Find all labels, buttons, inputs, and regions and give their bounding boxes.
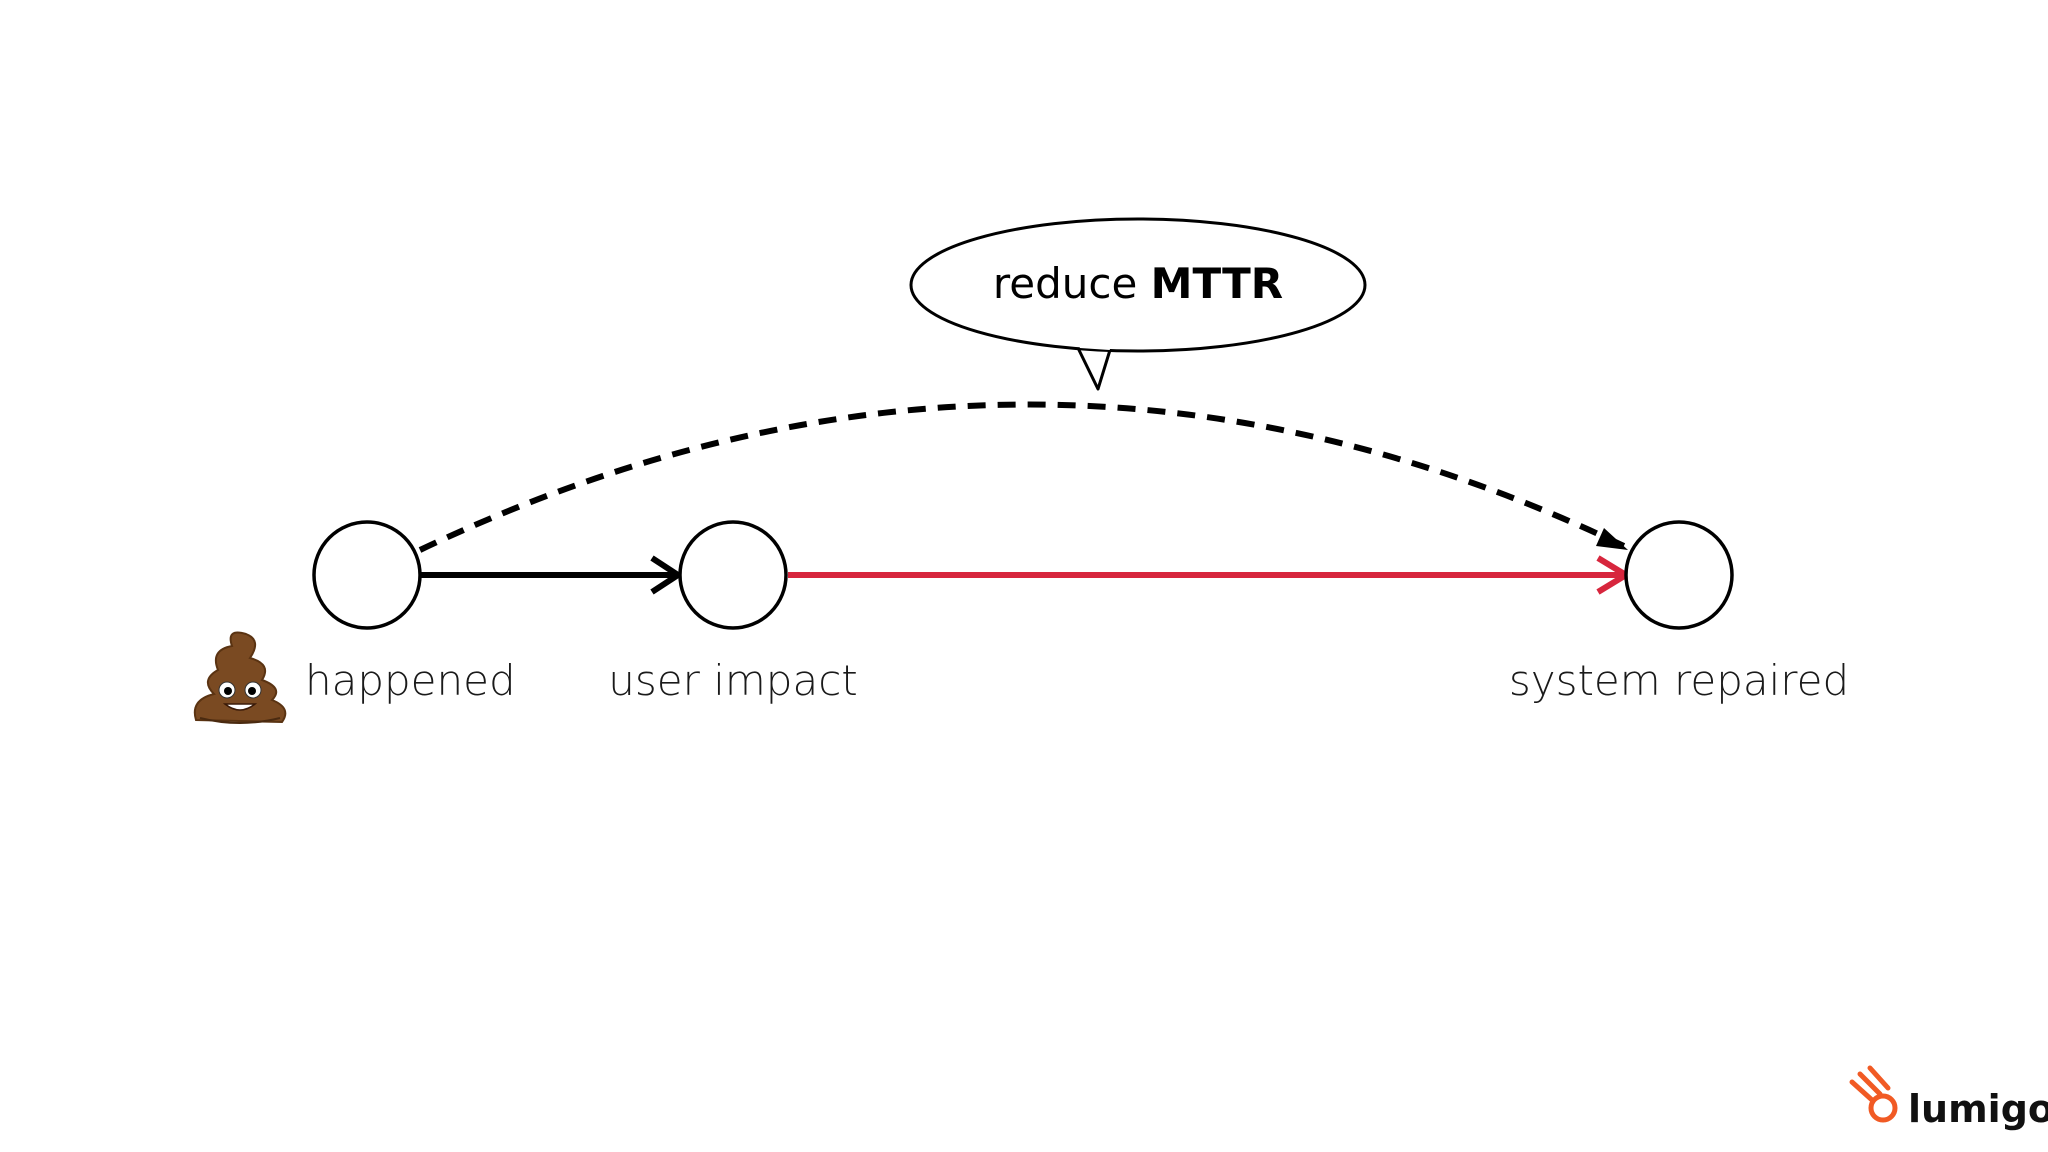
pile-of-poo-icon <box>193 631 287 724</box>
black-arrow-head <box>650 555 684 595</box>
label-system-repaired: system repaired <box>1509 656 1849 705</box>
speech-bubble-text: reduce MTTR <box>993 259 1283 308</box>
speech-bubble-tail <box>1076 347 1112 391</box>
lumigo-logo: lumigo <box>1849 1065 2048 1131</box>
lumigo-logo-mark <box>1849 1065 1898 1123</box>
bubble-text-regular: reduce <box>993 259 1137 308</box>
lumigo-logo-text: lumigo <box>1908 1087 2048 1131</box>
label-user-impact: user impact <box>608 656 858 705</box>
node-system-repaired <box>1624 520 1734 630</box>
speech-bubble: reduce MTTR <box>909 217 1367 391</box>
dashed-arrow-head <box>1596 528 1628 550</box>
dashed-arrow <box>418 401 1630 553</box>
node-user-impact <box>678 520 788 630</box>
node-happened <box>312 520 422 630</box>
speech-bubble-body <box>909 217 1367 353</box>
bubble-text-bold: MTTR <box>1151 259 1283 308</box>
label-happened: happened <box>305 656 516 705</box>
